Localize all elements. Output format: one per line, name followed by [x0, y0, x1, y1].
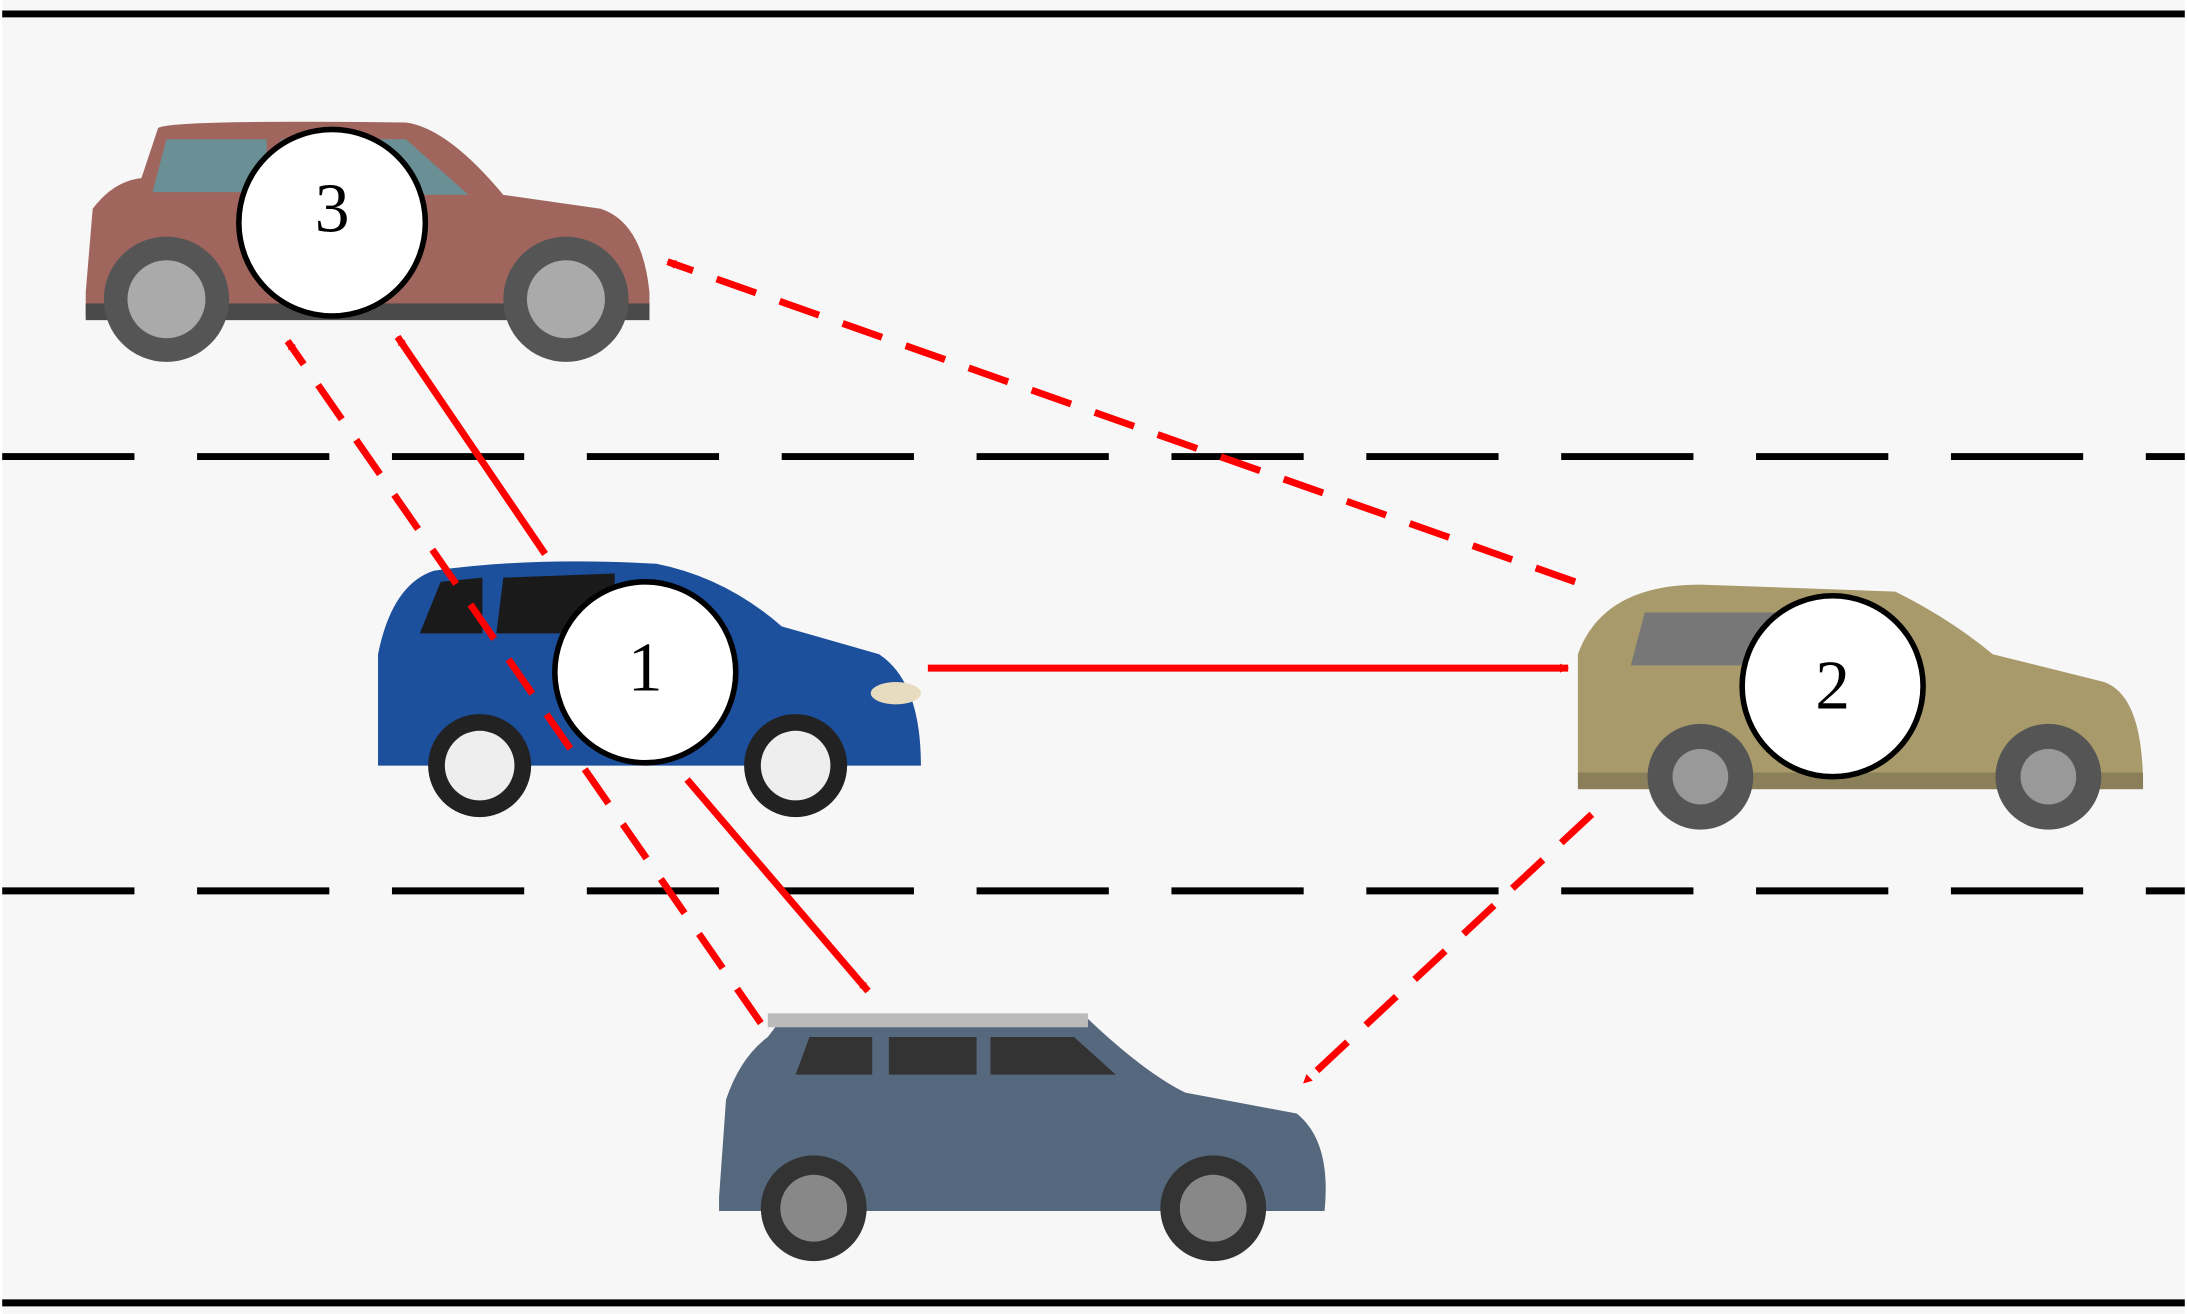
- arrow-4-to-3: [284, 339, 764, 1026]
- vehicle-1-label: 1: [552, 579, 739, 766]
- vehicle-2-number: 2: [1815, 648, 1850, 725]
- vehicle-3-number: 3: [315, 170, 350, 247]
- vehicle-1-number: 1: [628, 630, 663, 707]
- vehicle-2-label: 2: [1739, 592, 1926, 780]
- arrow-1-to-4: [684, 777, 871, 994]
- arrow-2-to-3: [666, 258, 1577, 586]
- arrow-1-to-3: [394, 334, 548, 556]
- vehicle-4-car: [719, 1013, 1326, 1262]
- vehicle-3-label: 3: [236, 126, 429, 319]
